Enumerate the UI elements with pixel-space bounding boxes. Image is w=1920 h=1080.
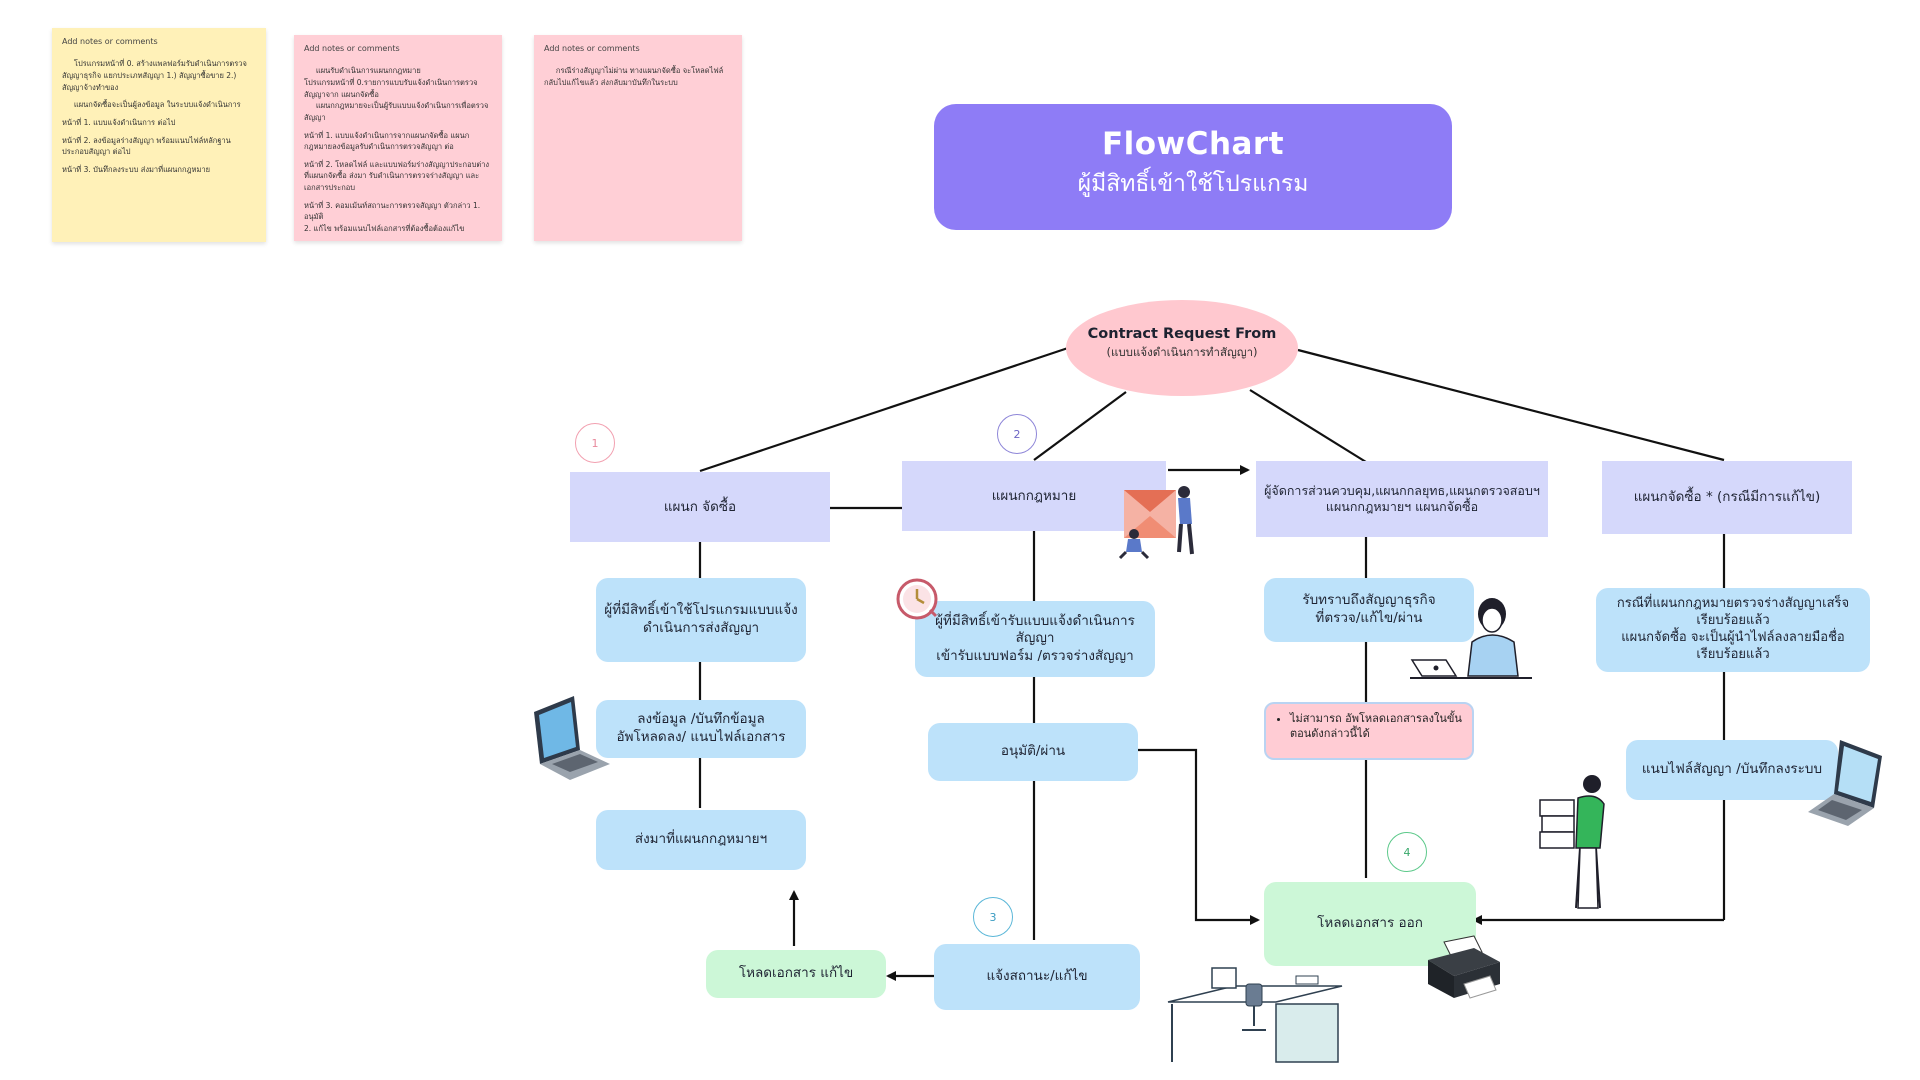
line-start-to-purchasing-fix <box>1297 348 1725 462</box>
step-purchasing-submit[interactable]: ผู้ที่มีสิทธิ์เข้าใช้โปรแกรมแบบแจ้ง ดำเน… <box>596 578 806 662</box>
woman-laptop-illustration <box>1410 598 1532 679</box>
note-title: Add notes or comments <box>62 37 158 46</box>
step-attach-contract[interactable]: แนบไฟล์สัญญา /บันทึกลงระบบ <box>1626 740 1838 800</box>
note-text: หน้าที่ 1. แบบแจ้งดำเนินการ ต่อไป <box>62 117 176 127</box>
note-text: หน้าที่ 2. โหลดไฟล์ และแบบฟอร์มร่างสัญญา… <box>304 159 490 193</box>
note-text: กรณีร่างสัญญาไม่ผ่าน ทางแผนกจัดซื้อ จะโห… <box>544 66 724 88</box>
laptop-icon <box>534 696 610 780</box>
dept-managers[interactable]: ผู้จัดการส่วนควบคุม,แผนกกลยุทธ,แผนกตรวจส… <box>1256 461 1548 537</box>
note-pink-legal[interactable]: Add notes or comments แผนรับดำเนินการแผน… <box>294 35 502 241</box>
note-yellow[interactable]: Add notes or comments โปรแกรมหน้าที่ 0. … <box>52 28 266 242</box>
note-text: หน้าที่ 3. บันทึกลงระบบ ส่งมาที่แผนกกฎหม… <box>62 164 211 174</box>
note-title: Add notes or comments <box>544 44 640 53</box>
dept-purchasing[interactable]: แผนก จัดซื้อ <box>570 472 830 542</box>
note-text: แผนรับดำเนินการแผนกกฎหมาย โปรแกรมหน้าที่… <box>304 66 489 122</box>
note-text: แผนกจัดซื้อจะเป็นผู้ลงข้อมูล ในระบบแจ้งด… <box>62 100 241 110</box>
restriction-text: ไม่สามารถ อัพโหลดเอกสารลงในขั้นตอนดังกล่… <box>1290 712 1462 742</box>
step-approve[interactable]: อนุมัติ/ผ่าน <box>928 723 1138 781</box>
dept-purchasing-fix[interactable]: แผนกจัดซื้อ * (กรณีมีการแก้ไข) <box>1602 461 1852 534</box>
step-purchasing-upload[interactable]: ลงข้อมูล /บันทึกข้อมูล อัพโหลดลง/ แนบไฟล… <box>596 700 806 758</box>
contract-request-start[interactable]: Contract Request From (แบบแจ้งดำเนินการท… <box>1066 300 1298 396</box>
note-text: หน้าที่ 3. คอมเม้นท์สถานะการตรวจสัญญา ตั… <box>304 200 481 233</box>
laptop-icon <box>1808 740 1882 826</box>
line-start-to-purchasing <box>699 346 1069 473</box>
step-number-2: 2 <box>997 414 1037 454</box>
note-pink-revision[interactable]: Add notes or comments กรณีร่างสัญญาไม่ผ่… <box>534 35 742 241</box>
envelope-illustration <box>1118 486 1194 560</box>
step-send-to-legal[interactable]: ส่งมาที่แผนกกฎหมายฯ <box>596 810 806 870</box>
note-text: หน้าที่ 2. ลงข้อมูลร่างสัญญา พร้อมแนบไฟล… <box>62 135 231 157</box>
step-notify-status[interactable]: แจ้งสถานะ/แก้ไข <box>934 944 1140 1010</box>
step-number-1: 1 <box>575 423 615 463</box>
printer-icon <box>1428 935 1500 999</box>
step-number-3: 3 <box>973 897 1013 937</box>
step-number-4: 4 <box>1387 832 1427 872</box>
start-title: Contract Request From <box>1087 326 1277 342</box>
line-start-to-managers <box>1249 389 1367 463</box>
dept-legal[interactable]: แผนกกฎหมาย <box>902 461 1166 531</box>
man-carrying-boxes-illustration <box>1539 775 1605 909</box>
step-legal-receive[interactable]: ผู้ที่มีสิทธิ์เข้ารับแบบแจ้งดำเนินการ สั… <box>915 601 1155 677</box>
note-text: หน้าที่ 1. แบบแจ้งดำเนินการจากแผนกจัดซื้… <box>304 130 470 152</box>
clock-icon <box>896 578 938 620</box>
note-title: Add notes or comments <box>304 44 400 53</box>
step-fix-complete-note[interactable]: กรณีที่แผนกกฎหมายตรวจร่างสัญญาเสร็จเรียบ… <box>1596 588 1870 672</box>
flowchart-subtitle: ผู้มีสิทธิ์เข้าใช้โปรแกรม <box>1077 171 1309 197</box>
arrow-approve-to-download <box>1138 748 1260 925</box>
start-subtitle: (แบบแจ้งดำเนินการทำสัญญา) <box>1106 345 1258 359</box>
note-text: โปรแกรมหน้าที่ 0. สร้างแพลฟอร์มรับดำเนิน… <box>62 59 247 92</box>
step-managers-acknowledge[interactable]: รับทราบถึงสัญญาธุรกิจ ที่ตรวจ/แก้ไข/ผ่าน <box>1264 578 1474 642</box>
flowchart-title: FlowChart <box>1101 126 1285 162</box>
step-download-document[interactable]: โหลดเอกสาร ออก <box>1264 882 1476 966</box>
line-start-to-legal <box>1033 391 1127 461</box>
flowchart-title-card: FlowChart ผู้มีสิทธิ์เข้าใช้โปรแกรม <box>934 104 1452 230</box>
step-reload-revised[interactable]: โหลดเอกสาร แก้ไข <box>706 950 886 998</box>
office-desk-illustration <box>1167 967 1343 1063</box>
managers-upload-restriction-note: ไม่สามารถ อัพโหลดเอกสารลงในขั้นตอนดังกล่… <box>1264 702 1474 760</box>
